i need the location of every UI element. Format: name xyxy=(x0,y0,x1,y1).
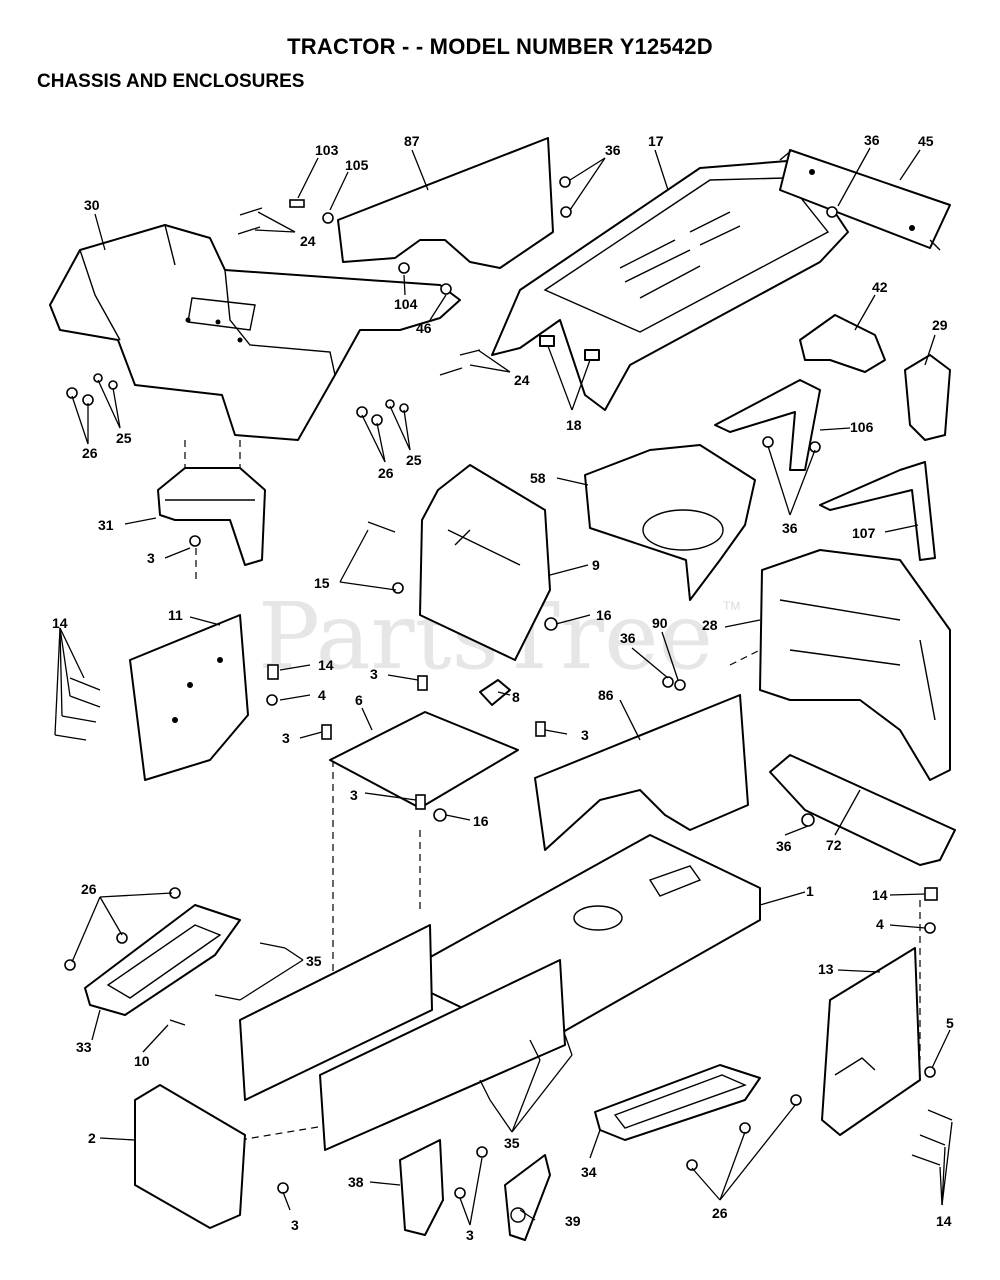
callout-36: 36 xyxy=(782,520,798,536)
callout-9: 9 xyxy=(592,557,600,573)
callout-3: 3 xyxy=(291,1217,299,1233)
callout-36: 36 xyxy=(605,142,621,158)
callout-16: 16 xyxy=(596,607,612,623)
part-6-plate xyxy=(329,711,519,809)
callout-39: 39 xyxy=(565,1213,581,1229)
callout-3: 3 xyxy=(350,787,358,803)
watermark-tm: TM xyxy=(723,599,740,613)
part-30-rear-fender xyxy=(49,224,461,441)
callout-8: 8 xyxy=(512,689,520,705)
part-34-footrest xyxy=(594,1064,761,1141)
alignment-lines xyxy=(184,440,921,1141)
callout-34: 34 xyxy=(581,1164,597,1180)
callout-14: 14 xyxy=(52,615,68,631)
callout-leaders xyxy=(54,147,953,1226)
callout-104: 104 xyxy=(394,296,418,312)
callout-42: 42 xyxy=(872,279,888,295)
part-33-footrest xyxy=(84,904,241,1016)
part-107-bracket xyxy=(819,461,936,561)
callout-1: 1 xyxy=(806,883,814,899)
callout-26: 26 xyxy=(378,465,394,481)
callout-45: 45 xyxy=(918,133,934,149)
callout-14: 14 xyxy=(936,1213,952,1229)
callout-5: 5 xyxy=(946,1015,954,1031)
callout-87: 87 xyxy=(404,133,420,149)
part-58-seat-pan xyxy=(584,444,756,601)
diagram-title: TRACTOR - - MODEL NUMBER Y12542D xyxy=(287,34,713,59)
callout-3: 3 xyxy=(581,727,589,743)
callout-4: 4 xyxy=(318,687,326,703)
callout-3: 3 xyxy=(282,730,290,746)
callout-72: 72 xyxy=(826,837,842,853)
callout-10: 10 xyxy=(134,1053,150,1069)
callout-90: 90 xyxy=(652,615,668,631)
callout-26: 26 xyxy=(81,881,97,897)
part-31-support xyxy=(157,467,266,566)
callout-labels: 103 105 87 36 17 36 45 30 24 104 46 42 2… xyxy=(52,132,954,1243)
callout-25: 25 xyxy=(406,452,422,468)
callout-28: 28 xyxy=(702,617,718,633)
callout-35: 35 xyxy=(306,953,322,969)
part-13-side-panel xyxy=(821,947,921,1136)
callout-6: 6 xyxy=(355,692,363,708)
part-72-bracket xyxy=(769,754,956,866)
diagram-subtitle: CHASSIS AND ENCLOSURES xyxy=(37,71,305,92)
callout-24: 24 xyxy=(514,372,530,388)
callout-36: 36 xyxy=(864,132,880,148)
callout-13: 13 xyxy=(818,961,834,977)
callout-14: 14 xyxy=(872,887,888,903)
callout-25: 25 xyxy=(116,430,132,446)
part-2-bracket xyxy=(134,1084,246,1229)
callout-33: 33 xyxy=(76,1039,92,1055)
callout-86: 86 xyxy=(598,687,614,703)
callout-31: 31 xyxy=(98,517,114,533)
part-42-bracket xyxy=(799,314,886,373)
callout-26: 26 xyxy=(82,445,98,461)
callout-4: 4 xyxy=(876,916,884,932)
callout-24: 24 xyxy=(300,233,316,249)
part-17-hood xyxy=(491,159,849,411)
callout-46: 46 xyxy=(416,320,432,336)
callout-18: 18 xyxy=(566,417,582,433)
callout-29: 29 xyxy=(932,317,948,333)
part-8-clip xyxy=(479,679,511,706)
callout-107: 107 xyxy=(852,525,876,541)
part-29-cover xyxy=(904,354,951,441)
callout-15: 15 xyxy=(314,575,330,591)
callout-17: 17 xyxy=(648,133,664,149)
callout-11: 11 xyxy=(168,607,183,623)
part-39-bracket xyxy=(504,1154,551,1241)
part-45-bracket xyxy=(779,149,951,251)
part-86-side-panel xyxy=(534,694,749,851)
callout-36: 36 xyxy=(776,838,792,854)
fasteners xyxy=(54,176,953,1199)
part-87-side-panel xyxy=(337,137,554,269)
callout-3: 3 xyxy=(370,666,378,682)
callout-106: 106 xyxy=(850,419,874,435)
callout-14: 14 xyxy=(318,657,334,673)
part-38-bracket xyxy=(399,1139,444,1236)
callout-16: 16 xyxy=(473,813,489,829)
callout-105: 105 xyxy=(345,157,369,173)
part-106-bracket xyxy=(714,379,821,471)
part-9-panel xyxy=(419,464,551,661)
part-28-dash xyxy=(759,549,951,781)
callout-35: 35 xyxy=(504,1135,520,1151)
callout-38: 38 xyxy=(348,1174,364,1190)
callout-36: 36 xyxy=(620,630,636,646)
part-11-side-panel xyxy=(129,614,249,781)
callout-30: 30 xyxy=(84,197,100,213)
callout-103: 103 xyxy=(315,142,339,158)
callout-26: 26 xyxy=(712,1205,728,1221)
part-1-main-frame xyxy=(239,834,761,1151)
callout-2: 2 xyxy=(88,1130,96,1146)
callout-3: 3 xyxy=(466,1227,474,1243)
callout-58: 58 xyxy=(530,470,546,486)
callout-3: 3 xyxy=(147,550,155,566)
